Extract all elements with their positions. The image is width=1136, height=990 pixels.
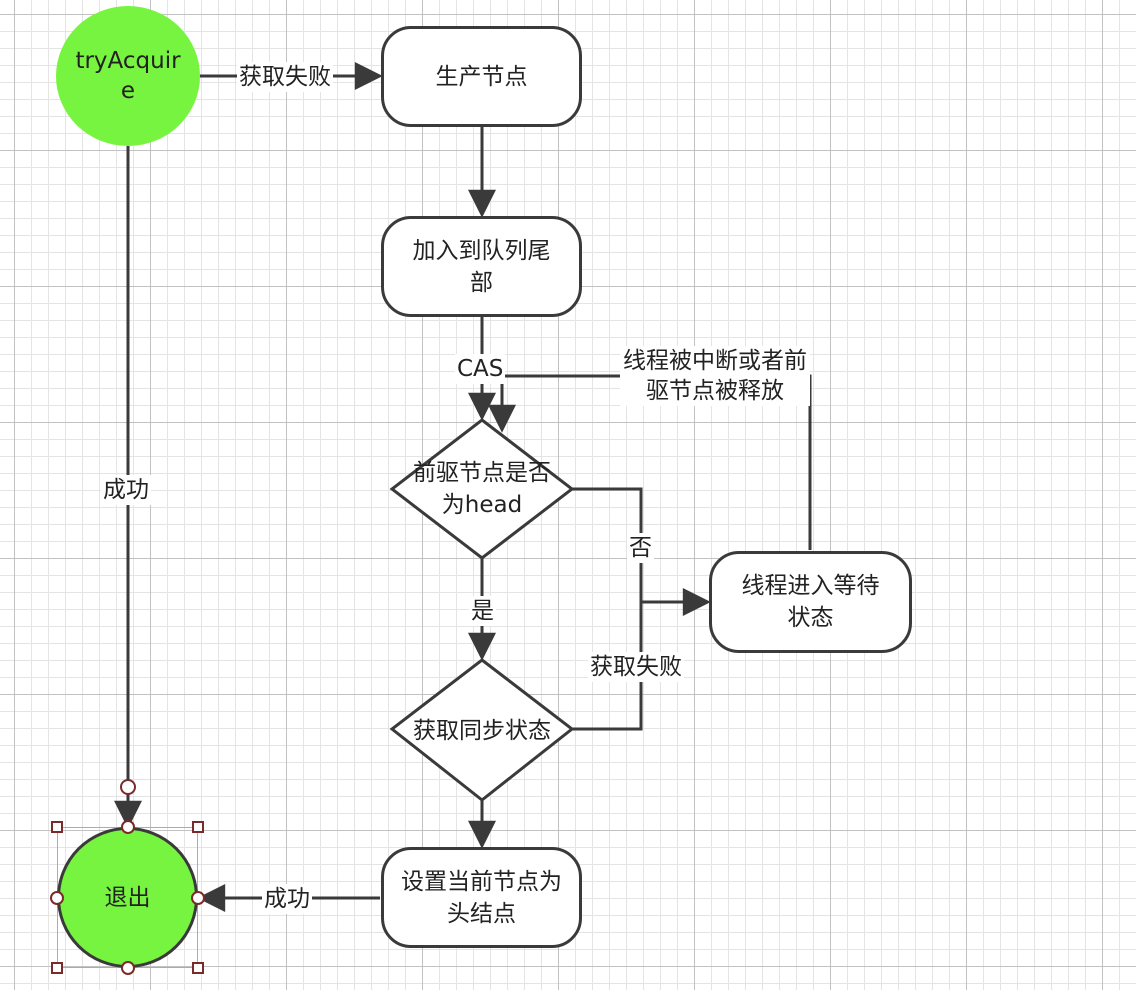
edge-label-interrupted-or-released: 线程被中断或者前驱节点被释放 [620, 346, 810, 406]
edge-label-yes: 是 [469, 596, 496, 626]
process-node-create-node[interactable]: 生产节点 [381, 26, 582, 127]
edge-label-acquire-failed-mid: 获取失败 [588, 652, 684, 682]
thread-wait-label: 线程进入等待状态 [741, 573, 880, 631]
decision-predecessor-is-head-shape[interactable] [389, 418, 575, 560]
edge-endpoint-handle[interactable] [120, 779, 136, 795]
end-node-exit[interactable]: 退出 [57, 827, 198, 968]
connection-point-bottom[interactable] [121, 961, 135, 975]
edge-label-cas: CAS [455, 354, 506, 384]
resize-handle-bottom-right[interactable] [192, 962, 204, 974]
process-node-enqueue-tail[interactable]: 加入到队列尾部 [381, 216, 582, 317]
edge-label-success-left: 成功 [101, 475, 151, 505]
start-node-tryacquire[interactable]: tryAcquire [56, 6, 200, 146]
resize-handle-top-left[interactable] [51, 821, 63, 833]
connection-point-left[interactable] [50, 891, 64, 905]
start-node-label: tryAcquire [75, 48, 181, 104]
edge-acquire-failed-to-wait[interactable] [572, 602, 643, 731]
set-head-label: 设置当前节点为头结点 [401, 868, 562, 927]
edge-label-acquire-failed-top: 获取失败 [237, 62, 333, 92]
decision-acquire-state[interactable]: 获取同步状态 [412, 696, 552, 766]
predecessor-is-head-label: 前驱节点是否为head [413, 460, 551, 518]
connection-point-top[interactable] [121, 820, 135, 834]
create-node-label: 生产节点 [435, 63, 528, 90]
edge-label-no: 否 [627, 533, 654, 563]
process-node-set-head[interactable]: 设置当前节点为头结点 [381, 847, 582, 948]
exit-label: 退出 [104, 884, 151, 911]
edge-label-success-bottom: 成功 [262, 884, 312, 914]
connection-point-right[interactable] [191, 891, 205, 905]
enqueue-tail-label: 加入到队列尾部 [412, 237, 551, 296]
acquire-state-label: 获取同步状态 [413, 718, 551, 744]
process-node-thread-wait[interactable]: 线程进入等待状态 [709, 551, 912, 653]
resize-handle-top-right[interactable] [192, 821, 204, 833]
resize-handle-bottom-left[interactable] [51, 962, 63, 974]
decision-predecessor-is-head[interactable]: 前驱节点是否为head [412, 454, 552, 524]
decision-acquire-state-shape[interactable] [389, 658, 575, 802]
edge-predecessor-no-to-wait[interactable] [572, 487, 643, 602]
